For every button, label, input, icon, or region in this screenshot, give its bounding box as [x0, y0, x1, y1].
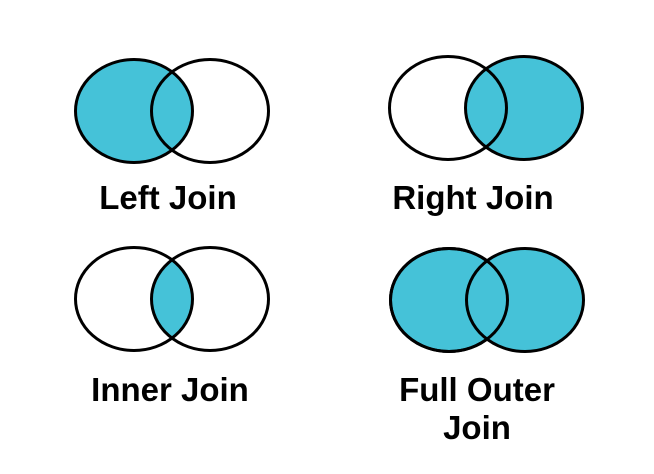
- right-circle-outline: [150, 246, 270, 352]
- right-circle-outline: [150, 58, 270, 164]
- left-circle-outline: [388, 55, 508, 161]
- right-join-label: Right Join: [392, 179, 554, 216]
- left-circle-outline: [74, 246, 194, 352]
- left-join-venn-diagram: [74, 58, 270, 164]
- full-outer-join-figure: [389, 247, 585, 353]
- right-join-venn-diagram: [388, 55, 584, 161]
- full-outer-join-label: Full Outer Join: [399, 371, 555, 446]
- left-circle-outline: [389, 247, 509, 353]
- left-join-label: Left Join: [99, 179, 237, 216]
- left-circle-highlighted: [74, 58, 194, 164]
- full-outer-join-venn-diagram: [389, 247, 585, 353]
- intersection-highlighted: [151, 247, 193, 351]
- inner-join-label: Inner Join: [91, 371, 249, 408]
- right-circle-highlighted: [465, 247, 585, 353]
- right-join-figure: [388, 55, 584, 161]
- right-circle-highlighted: [464, 55, 584, 161]
- left-join-figure: [74, 58, 270, 164]
- inner-join-figure: [74, 246, 270, 352]
- inner-join-venn-diagram: [74, 246, 270, 352]
